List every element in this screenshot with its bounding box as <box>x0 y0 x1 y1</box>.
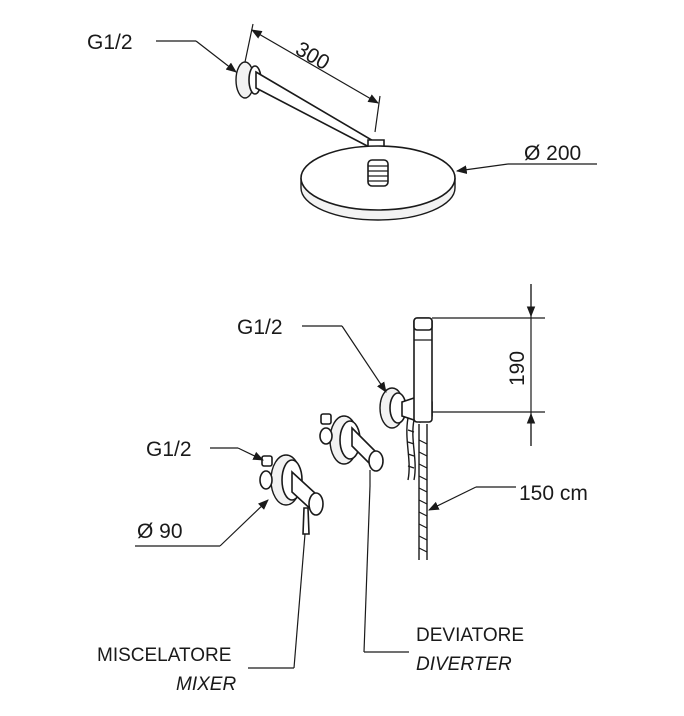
hand-shower-assembly <box>379 317 433 560</box>
head-connector <box>367 159 389 187</box>
hose-short <box>406 417 410 481</box>
leader-diverter <box>363 485 409 653</box>
mixer-knob <box>308 492 324 516</box>
holder-height-label: 190 <box>506 351 529 386</box>
plate-diameter-label: Ø 90 <box>137 520 183 543</box>
head-diameter-label: Ø 200 <box>524 142 581 165</box>
diverter-label-it: DEVIATORE <box>416 625 524 646</box>
leader-hose-length <box>428 486 516 511</box>
mixer-label-it: MISCELATORE <box>97 645 231 666</box>
shower-arm-assembly <box>235 61 385 161</box>
leader-thread-mixer <box>210 447 264 461</box>
dimension-holder-height <box>432 284 545 446</box>
mixer-label-en: MIXER <box>176 674 236 695</box>
leader-plate-diameter <box>135 499 269 547</box>
thread-holder-label: G1/2 <box>237 316 283 339</box>
diverter-knob <box>368 450 384 472</box>
leader-thread-holder <box>302 325 387 393</box>
hand-shower <box>413 317 433 423</box>
leader-head-diameter <box>455 163 597 174</box>
shower-head <box>300 145 456 221</box>
diverter <box>319 413 384 486</box>
mixer-inlet <box>259 470 273 490</box>
dimension-arm-length <box>244 23 381 133</box>
thread-mixer-label: G1/2 <box>146 438 192 461</box>
diverter-inlet <box>319 427 333 445</box>
mixer-lever <box>302 507 310 535</box>
diverter-label-en: DIVERTER <box>416 654 512 675</box>
leader-mixer <box>248 533 306 669</box>
leader-thread-top <box>156 40 237 73</box>
shower-arm <box>255 70 376 152</box>
thread-top-label: G1/2 <box>87 31 133 54</box>
mixer <box>259 454 324 535</box>
arm-length-label: 300 <box>292 37 334 74</box>
hose-length-label: 150 cm <box>519 482 588 505</box>
